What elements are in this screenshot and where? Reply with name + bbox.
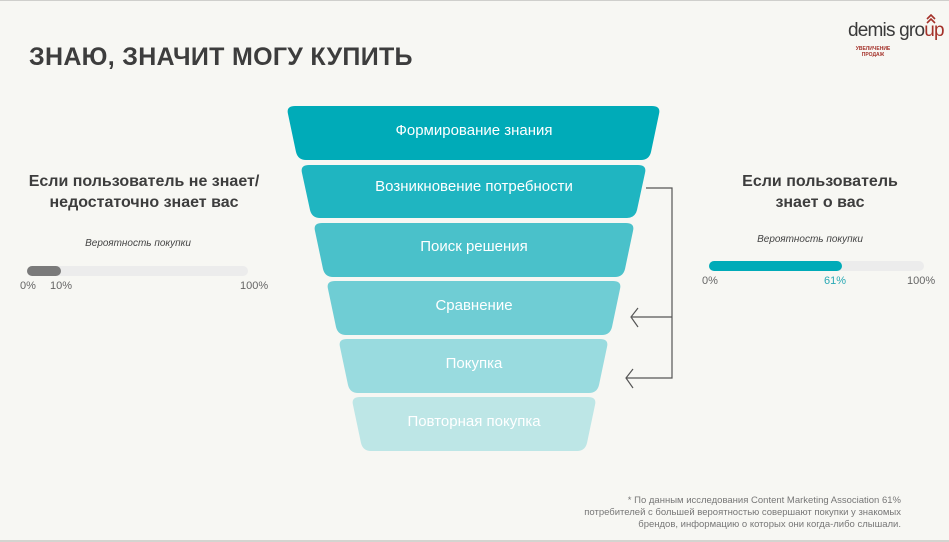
double-chevron-up-icon: [926, 14, 936, 24]
page-title: ЗНАЮ, ЗНАЧИТ МОГУ КУПИТЬ: [29, 43, 413, 71]
footnote-line2: потребителей с большей вероятностью сове…: [584, 507, 901, 518]
return-connector: [626, 187, 673, 379]
funnel-stage-5-label: Покупка: [445, 355, 503, 372]
funnel-stage-1-label: Формирование знания: [395, 122, 553, 139]
footnote-line3: брендов, информацию о которых они когда-…: [638, 519, 901, 530]
logo-name-main: demis gro: [848, 20, 925, 41]
left-heading-line2: недостаточно знает вас: [49, 194, 239, 211]
logo-tagline: УВЕЛИЧЕНИЕ ПРОДАЖ: [846, 46, 900, 58]
left-min-label: 0%: [20, 280, 36, 292]
funnel-stage-3-shape: [314, 223, 634, 277]
logo-tagline-line1: УВЕЛИЧЕНИЕ: [855, 46, 891, 52]
right-probability-fill: [709, 261, 842, 271]
demis-group-logo: demis group УВЕЛИЧЕНИЕ ПРОДАЖ: [846, 14, 945, 59]
left-probability-fill: [27, 266, 61, 276]
top-divider: [0, 0, 949, 1]
right-panel-heading: Если пользователь знает о вас: [710, 171, 930, 213]
left-max-label: 100%: [240, 280, 269, 292]
arrow-to-comparison-icon: [630, 307, 639, 328]
bottom-divider: [0, 540, 949, 542]
footnote: * По данным исследования Content Marketi…: [501, 495, 901, 531]
funnel-stage-3-label: Поиск решения: [420, 238, 528, 255]
funnel-stage-2-shape: [301, 165, 646, 218]
right-min-label: 0%: [702, 275, 718, 287]
logo-name-accent: up: [924, 20, 944, 41]
logo-tagline-line2: ПРОДАЖ: [861, 52, 885, 58]
right-max-label: 100%: [907, 275, 936, 287]
funnel-stage-6-label: Повторная покупка: [407, 413, 541, 430]
funnel-stage-4-label: Сравнение: [435, 297, 513, 314]
right-heading-line1: Если пользователь: [742, 173, 898, 190]
right-probability-label: Вероятность покупки: [757, 234, 863, 245]
funnel-stage-6-shape: [352, 397, 596, 451]
left-probability-label: Вероятность покупки: [85, 238, 191, 249]
right-probability-bar: [709, 261, 924, 271]
funnel-stage-1-shape: [287, 106, 660, 160]
funnel-stage-4-shape: [327, 281, 621, 335]
left-heading-line1: Если пользователь не знает/: [28, 173, 260, 190]
arrow-to-purchase-icon: [625, 368, 634, 389]
left-probability-bar: [27, 266, 248, 276]
logo-wordmark: demis group: [848, 20, 945, 42]
right-value-label: 61%: [824, 275, 847, 287]
funnel-stage-5-shape: [339, 339, 608, 393]
footnote-line1: * По данным исследования Content Marketi…: [627, 495, 901, 506]
right-heading-line2: знает о вас: [775, 194, 865, 211]
left-panel-heading: Если пользователь не знает/ недостаточно…: [10, 171, 278, 213]
left-value-label: 10%: [50, 280, 73, 292]
funnel-stage-2-label: Возникновение потребности: [375, 178, 573, 195]
